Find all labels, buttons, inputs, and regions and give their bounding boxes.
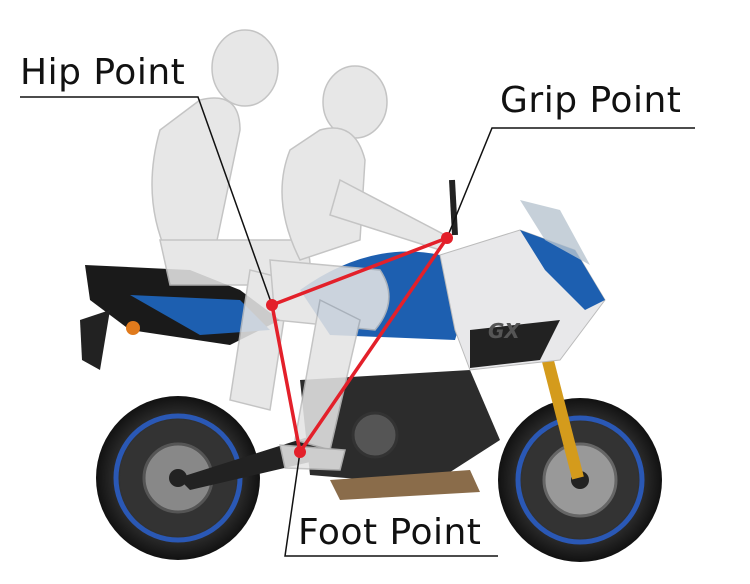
grip-point-marker — [441, 232, 453, 244]
ergonomic-triangle — [266, 232, 453, 458]
foot-point-marker — [294, 446, 306, 458]
grip-point-label: Grip Point — [500, 80, 682, 121]
hip-point-label: Hip Point — [20, 52, 186, 93]
foot-point-label: Foot Point — [298, 512, 482, 553]
front-wheel — [498, 398, 662, 562]
engine — [300, 370, 500, 485]
rider-figures — [151, 29, 446, 471]
svg-text:GX: GX — [488, 319, 521, 343]
hip-point-marker — [266, 299, 278, 311]
hip-leader-line — [20, 96, 273, 306]
grip-leader-line — [446, 127, 695, 239]
foot-leader-line — [284, 451, 498, 557]
windscreen — [520, 200, 590, 265]
